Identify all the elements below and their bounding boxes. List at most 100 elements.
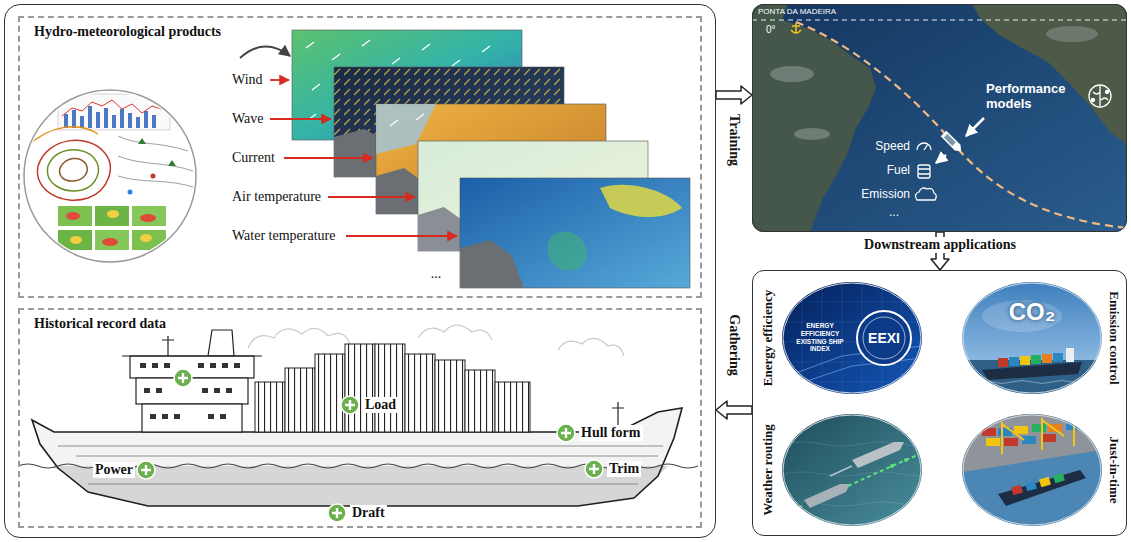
routing-picture	[782, 466, 852, 514]
fuel-icon	[918, 169, 930, 174]
text-holder: CO₂	[1009, 298, 1056, 326]
layer-label: Water temperature	[232, 228, 335, 244]
weather-chart-circle	[112, 115, 116, 128]
route-map	[752, 20, 876, 232]
port-picture	[962, 414, 1102, 472]
routing-picture	[804, 484, 850, 508]
text-holder: Speed	[875, 140, 910, 154]
application-oval: Weather routing	[782, 414, 922, 526]
port-picture	[1042, 434, 1056, 442]
ship-drawing	[162, 414, 168, 419]
text-holder: Gathering	[726, 312, 742, 377]
text-holder: Fuel	[887, 164, 910, 178]
text-holder: Draft	[350, 505, 387, 521]
application-oval: Energy efficiencyEEXIENERGY EFFICIENCY E…	[782, 282, 922, 394]
text-holder: Trim	[607, 461, 641, 477]
weather-chart-circle	[107, 210, 119, 218]
emission-picture	[1009, 357, 1019, 366]
emission-picture	[1031, 355, 1041, 364]
ship-drawing	[150, 414, 156, 419]
oval-outline	[783, 283, 921, 393]
oval-outline	[962, 414, 1102, 526]
weather-chart-circle	[118, 136, 196, 188]
part-label: Load	[363, 397, 398, 413]
weather-chart-circle	[24, 90, 196, 262]
weather-chart-circle	[95, 230, 129, 250]
text-holder: Water temperature	[232, 228, 335, 244]
ship-drawing	[130, 330, 254, 432]
weather-chart-circle	[138, 138, 176, 166]
weather-chart-circle	[80, 116, 84, 128]
weather-chart-circle	[95, 206, 129, 226]
latitude-label: 0°	[766, 24, 776, 36]
application-label: Emission control	[1107, 291, 1122, 384]
ship-drawing	[375, 344, 405, 432]
weather-chart-circle	[62, 100, 164, 116]
port-picture	[986, 438, 1000, 446]
plus-marker	[137, 461, 155, 479]
ship-drawing	[226, 388, 232, 393]
map-layer	[460, 178, 690, 288]
layer-arrow	[270, 80, 457, 236]
route-map	[752, 4, 1127, 232]
ship-drawing	[345, 344, 375, 432]
weather-chart-circle	[72, 110, 76, 128]
block-arrow	[716, 401, 752, 419]
ship-drawing	[136, 378, 248, 404]
ship-drawing	[222, 363, 228, 368]
port-picture	[998, 470, 1086, 506]
part-label: Draft	[350, 505, 387, 521]
port-picture	[962, 414, 1102, 526]
port-picture	[1011, 473, 1065, 495]
ship-icon	[941, 131, 964, 154]
ship-drawing	[495, 382, 530, 432]
plus-marker	[174, 369, 192, 387]
ship-drawing	[208, 330, 234, 356]
panel: Hydro-meteorological productsWindWaveCur…	[4, 4, 716, 538]
weather-chart-circle	[140, 234, 152, 242]
ellipsis: ...	[431, 266, 442, 282]
text-holder: Wind	[232, 72, 263, 88]
text-holder: Weather routing	[761, 424, 776, 516]
weather-chart-circle	[96, 112, 100, 128]
panel-heading: Historical record data	[34, 316, 166, 332]
output-label: Speed	[875, 140, 910, 154]
weather-chart-circle	[132, 230, 166, 250]
eexi-picture	[782, 282, 922, 394]
fuel-icon	[918, 165, 930, 178]
port-picture	[1025, 481, 1037, 491]
brain-icon	[1089, 85, 1111, 107]
ship-drawing	[315, 354, 345, 432]
port-picture	[1004, 438, 1018, 446]
ship-drawing	[174, 414, 180, 419]
text-holder: Hydro-meteorological products	[34, 24, 221, 40]
fuel-icon	[918, 165, 930, 178]
text-holder: 0°	[766, 24, 776, 36]
layer-arrow	[270, 118, 331, 120]
text-holder: Emission	[861, 188, 910, 202]
block-arrow	[716, 86, 752, 104]
text-holder: Power	[93, 462, 135, 478]
brain-icon	[1106, 91, 1109, 94]
weather-chart-circle	[152, 115, 156, 128]
ship-drawing	[144, 388, 150, 393]
eexi-picture	[782, 282, 922, 394]
weather-chart-circle	[102, 238, 118, 246]
ship-drawing	[208, 414, 214, 419]
oval-outline	[783, 415, 921, 525]
ship-drawing	[58, 446, 663, 484]
route-map	[752, 4, 1127, 232]
port-picture	[1053, 473, 1065, 483]
brain-icon	[1092, 99, 1095, 102]
plus-marker	[585, 460, 603, 478]
layer-arrow	[328, 196, 415, 198]
speed-icon	[917, 143, 931, 150]
application-oval: Just-in-time	[962, 414, 1102, 526]
port-picture	[982, 422, 1080, 446]
emission-picture	[1066, 348, 1074, 362]
weather-chart-circle	[70, 236, 82, 244]
ship-drawing	[152, 363, 158, 368]
port-picture	[1002, 416, 1094, 454]
weather-chart-circle	[151, 174, 156, 179]
text-holder: ...	[431, 266, 442, 282]
